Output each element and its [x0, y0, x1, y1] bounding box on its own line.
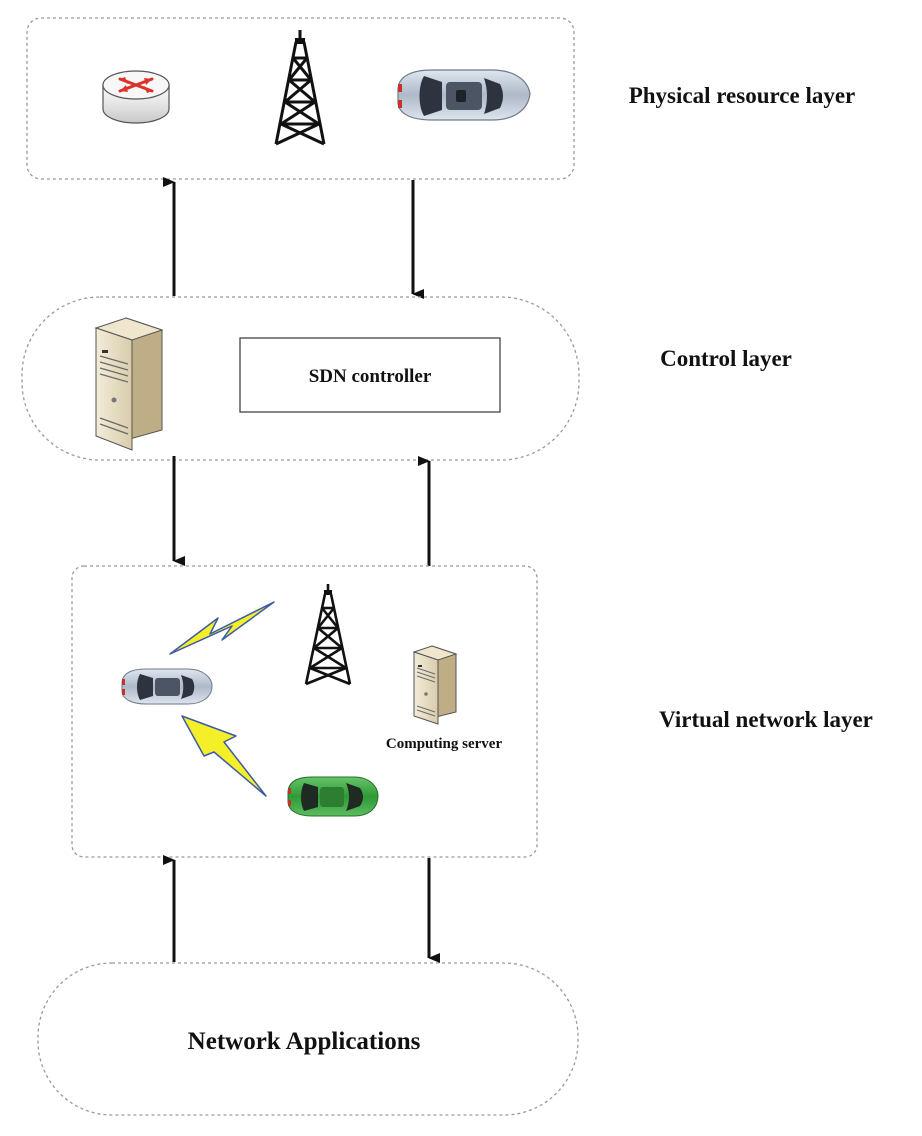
applications-box [37, 962, 579, 1116]
control-layer: SDN controller Control layer [21, 296, 792, 461]
sdn-controller-label: SDN controller [309, 366, 432, 387]
wireless-link-icon [169, 601, 275, 655]
control-layer-label: Control layer [660, 346, 792, 371]
server-icon [94, 317, 164, 451]
sdn-controller-box [239, 337, 501, 413]
physical-layer-label: Physical resource layer [629, 83, 856, 108]
server-icon [412, 645, 458, 725]
cell-tower-icon [304, 584, 352, 686]
virtual-network-layer: Computing server Virtual network layer [71, 565, 873, 858]
physical-resource-layer: Physical resource layer [26, 17, 856, 180]
virtual-layer-label: Virtual network layer [659, 707, 873, 732]
network-applications-layer: Network Applications [37, 962, 579, 1116]
car-icon [287, 776, 379, 817]
control-layer-box [21, 296, 580, 461]
computing-server-label: Computing server [386, 736, 503, 752]
physical-layer-box [26, 17, 575, 180]
router-icon [102, 70, 170, 124]
wireless-link-icon [181, 715, 267, 797]
applications-label: Network Applications [188, 1028, 421, 1055]
car-icon [121, 668, 213, 705]
cell-tower-icon [274, 30, 326, 146]
car-icon [397, 69, 531, 121]
virtual-layer-box [71, 565, 538, 858]
